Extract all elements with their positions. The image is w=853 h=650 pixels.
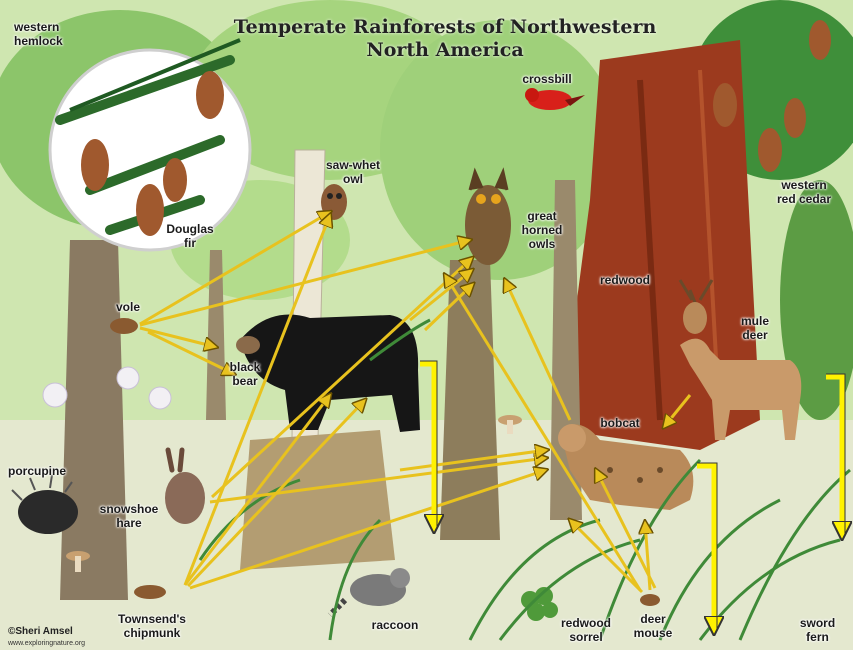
great-horned-owl (465, 172, 511, 265)
credit-url: www.exploringnature.org (8, 640, 85, 647)
label-sword-fern: sword fern (790, 616, 845, 644)
label-black-bear: black bear (220, 360, 270, 388)
label-raccoon: raccoon (360, 618, 430, 632)
label-mule-deer: mule deer (730, 314, 780, 342)
page-title: Temperate Rainforests of Northwestern No… (200, 16, 690, 62)
label-vole: vole (108, 300, 148, 314)
vole (110, 318, 138, 334)
label-redwood: redwood (590, 273, 660, 287)
copyright-credit: ©Sheri Amsel (8, 626, 73, 637)
deer-mouse (640, 594, 660, 606)
label-crossbill: crossbill (517, 72, 577, 86)
label-porcupine: porcupine (8, 464, 78, 478)
label-townsends-chipmunk: Townsend's chipmunk (112, 612, 192, 640)
townsends-chipmunk (134, 585, 166, 599)
label-douglas-fir: Douglas fir (160, 222, 220, 250)
label-bobcat: bobcat (590, 416, 650, 430)
owl-tree-trunk (440, 260, 500, 540)
label-deer-mouse: deer mouse (628, 612, 678, 640)
label-great-horned-owls: great horned owls (512, 209, 572, 251)
label-redwood-sorrel: redwood sorrel (556, 616, 616, 644)
label-western-red-cedar: western red cedar (764, 178, 844, 206)
hemlock-trunk (60, 240, 128, 600)
label-saw-whet-owl: saw-whet owl (318, 158, 388, 186)
label-western-hemlock: western hemlock (14, 20, 63, 48)
label-snowshoe-hare: snowshoe hare (94, 502, 164, 530)
